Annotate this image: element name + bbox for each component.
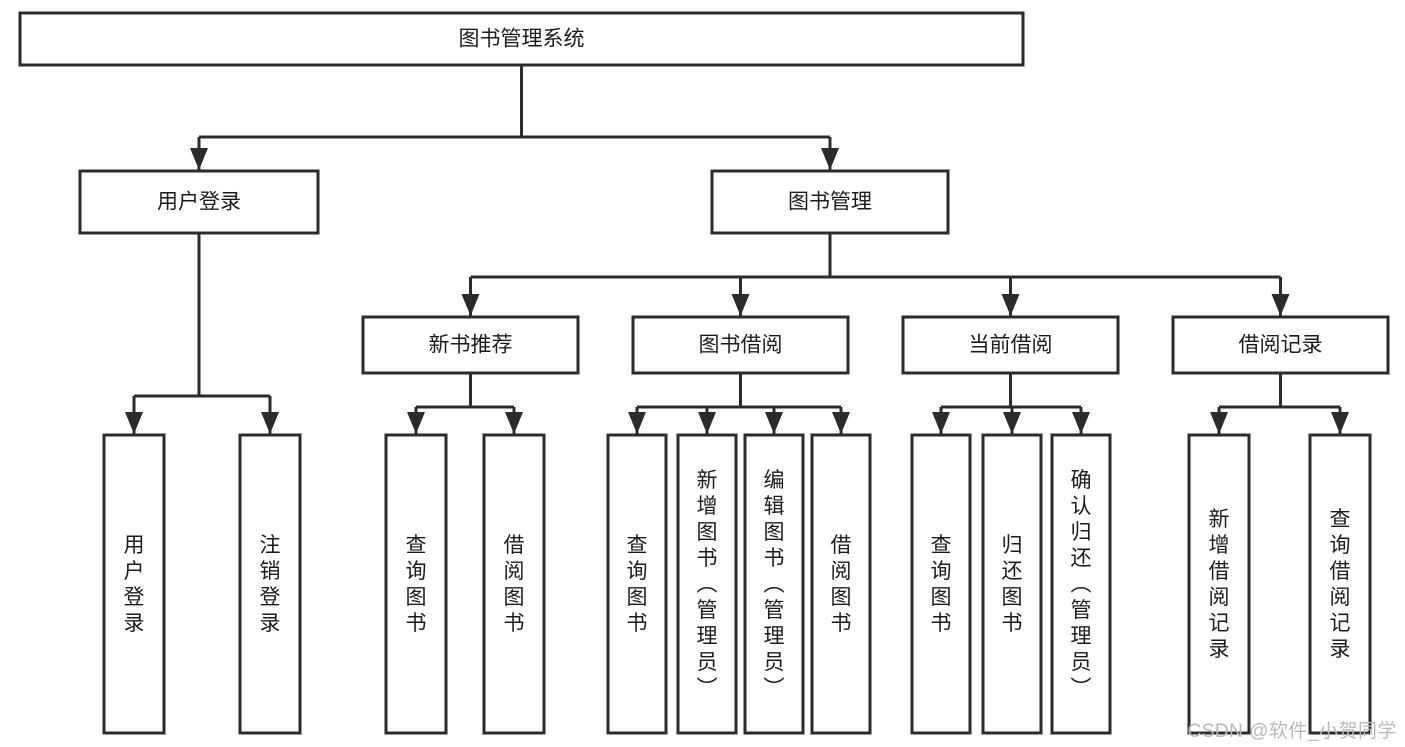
arrow-head-icon <box>407 412 425 434</box>
node-label: 用户登录 <box>124 534 145 635</box>
node-rect <box>78 169 320 235</box>
node-level3-current[interactable]: 当前借阅 <box>901 315 1120 375</box>
node-label: 用户登录 <box>157 191 241 214</box>
node-label: 新书推荐 <box>429 334 513 357</box>
node-label: 查询图书 <box>931 534 952 635</box>
node-leaf-leaf-recommend-query[interactable]: 查询图书 <box>384 433 448 735</box>
watermark-label: CSDN @软件_小贺同学 <box>1187 721 1397 742</box>
node-rect <box>981 433 1043 735</box>
node-leaf-leaf-user-logout[interactable]: 注销登录 <box>238 433 302 735</box>
arrow-head-icon <box>628 412 646 434</box>
node-rect <box>901 315 1120 375</box>
node-rect <box>1308 433 1372 735</box>
node-label: 编辑图书︵管理员︶ <box>764 469 785 700</box>
node-leaf-leaf-records-add[interactable]: 新增借阅记录 <box>1187 433 1251 735</box>
node-rect <box>102 433 166 735</box>
node-leaf-leaf-current-query[interactable]: 查询图书 <box>910 433 972 735</box>
node-leaf-leaf-user-login[interactable]: 用户登录 <box>102 433 166 735</box>
node-label: 借阅图书 <box>504 534 525 635</box>
arrow-head-icon <box>125 412 143 434</box>
arrow-head-icon <box>932 412 950 434</box>
node-rect <box>710 169 950 235</box>
node-label: 查询借阅记录 <box>1330 508 1351 661</box>
node-label: 新增图书︵管理员︶ <box>697 469 718 700</box>
node-label: 图书管理 <box>788 191 872 214</box>
node-rect <box>631 315 850 375</box>
node-rect <box>1050 433 1112 735</box>
node-leaf-leaf-current-return[interactable]: 归还图书 <box>981 433 1043 735</box>
node-label: 新增借阅记录 <box>1209 508 1230 661</box>
node-level3-borrow[interactable]: 图书借阅 <box>631 315 850 375</box>
node-level2-login[interactable]: 用户登录 <box>78 169 320 235</box>
node-leaf-leaf-borrow-lend[interactable]: 借阅图书 <box>810 433 872 735</box>
arrow-head-icon <box>1072 412 1090 434</box>
nodes-layer: 图书管理系统用户登录图书管理新书推荐图书借阅当前借阅借阅记录用户登录注销登录查询… <box>18 11 1390 735</box>
node-leaf-leaf-records-query[interactable]: 查询借阅记录 <box>1308 433 1372 735</box>
node-leaf-leaf-borrow-edit[interactable]: 编辑图书︵管理员︶ <box>743 433 805 735</box>
arrow-head-icon <box>698 412 716 434</box>
connectors-layer <box>125 65 1349 434</box>
node-label: 借阅图书 <box>831 534 852 635</box>
node-level3-records[interactable]: 借阅记录 <box>1171 315 1390 375</box>
node-rect <box>238 433 302 735</box>
arrow-head-icon <box>821 148 839 170</box>
arrow-head-icon <box>261 412 279 434</box>
node-label: 确认归还︵管理员︶ <box>1071 469 1092 700</box>
node-rect <box>18 11 1025 67</box>
node-label: 归还图书 <box>1002 534 1023 635</box>
node-rect <box>743 433 805 735</box>
arrow-head-icon <box>1003 412 1021 434</box>
arrow-head-icon <box>461 294 480 316</box>
node-rect <box>1187 433 1251 735</box>
node-rect <box>910 433 972 735</box>
arrow-head-icon <box>1001 294 1020 316</box>
node-leaf-leaf-borrow-query[interactable]: 查询图书 <box>606 433 668 735</box>
arrow-head-icon <box>1210 412 1228 434</box>
node-rect <box>384 433 448 735</box>
node-root-system[interactable]: 图书管理系统 <box>18 11 1025 67</box>
node-label: 当前借阅 <box>969 334 1053 357</box>
node-label: 查询图书 <box>406 534 427 635</box>
arrow-head-icon <box>1331 412 1349 434</box>
node-level3-recommend[interactable]: 新书推荐 <box>361 315 580 375</box>
node-label: 注销登录 <box>260 534 281 635</box>
node-leaf-leaf-borrow-add[interactable]: 新增图书︵管理员︶ <box>676 433 738 735</box>
arrow-head-icon <box>1271 294 1290 316</box>
node-leaf-leaf-current-confirm[interactable]: 确认归还︵管理员︶ <box>1050 433 1112 735</box>
arrow-head-icon <box>765 412 783 434</box>
node-label: 借阅记录 <box>1239 334 1323 357</box>
node-rect <box>1171 315 1390 375</box>
arrow-head-icon <box>505 412 523 434</box>
arrow-head-icon <box>190 148 208 170</box>
node-leaf-leaf-recommend-borrow[interactable]: 借阅图书 <box>482 433 546 735</box>
node-rect <box>810 433 872 735</box>
node-label: 查询图书 <box>627 534 648 635</box>
node-label: 图书借阅 <box>699 334 783 357</box>
arrow-head-icon <box>731 294 750 316</box>
node-label: 图书管理系统 <box>459 28 585 51</box>
arrow-head-icon <box>832 412 850 434</box>
node-rect <box>361 315 580 375</box>
node-rect <box>606 433 668 735</box>
node-rect <box>676 433 738 735</box>
node-rect <box>482 433 546 735</box>
node-level2-bookmgmt[interactable]: 图书管理 <box>710 169 950 235</box>
